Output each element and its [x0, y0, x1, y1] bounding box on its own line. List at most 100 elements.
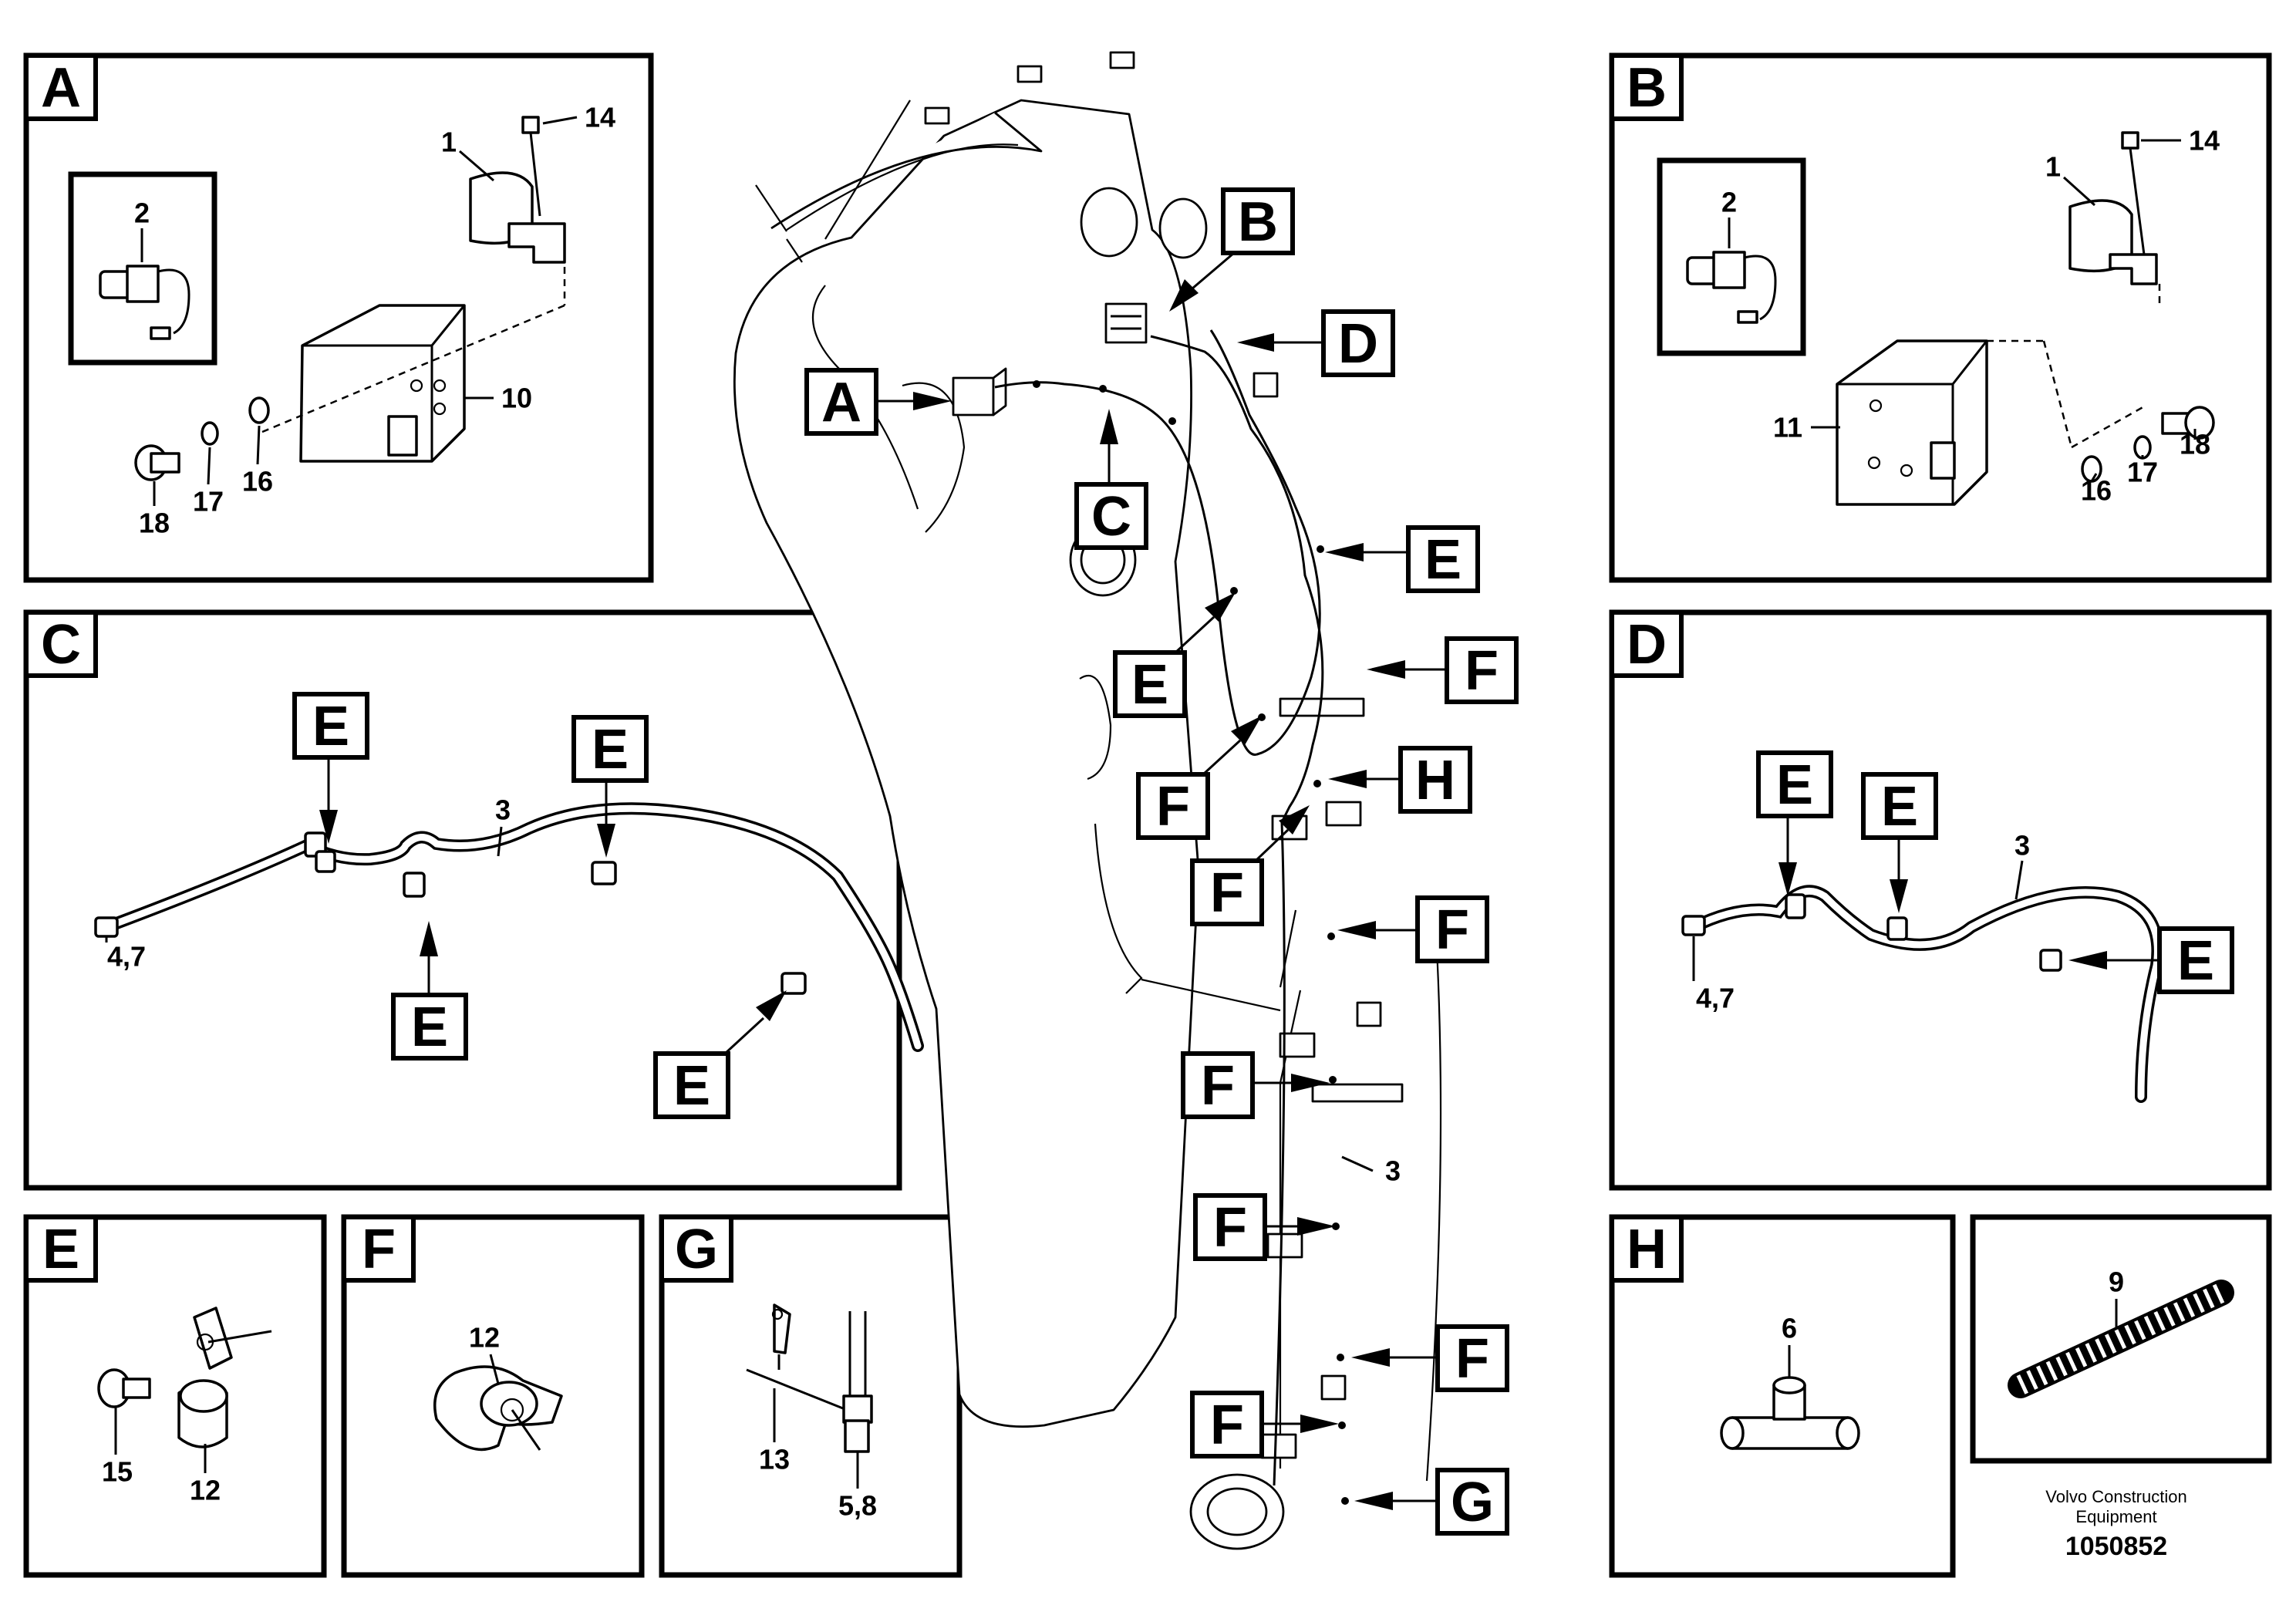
panel-e-label: E — [42, 1219, 79, 1280]
callout-e-4: E — [653, 990, 787, 1119]
part-15-label: 15 — [102, 1456, 133, 1488]
boom-callout-f-8: F — [1190, 1391, 1339, 1458]
part-17-label: 17 — [193, 486, 224, 518]
part-16-label: 16 — [242, 466, 273, 497]
panel-c-label: C — [41, 614, 81, 676]
boom-part-3-label: 3 — [1385, 1155, 1401, 1187]
detail-panel-g: G 13 5,8 — [659, 1214, 963, 1578]
cable-lug-icon — [746, 1303, 873, 1453]
callout-e-1: E — [292, 692, 369, 844]
part-18-label: 18 — [139, 508, 170, 539]
svg-text:E: E — [592, 719, 629, 781]
svg-text:F: F — [1210, 862, 1244, 924]
svg-text:F: F — [1156, 776, 1190, 838]
svg-text:E: E — [312, 696, 349, 757]
drawing-number: 1050852 — [2065, 1532, 2167, 1561]
washer-icon — [201, 421, 219, 446]
detail-panel-b: B 2 1 14 — [1609, 52, 2272, 583]
svg-text:E: E — [1424, 529, 1462, 591]
boom-callout-a: A — [804, 368, 952, 436]
part-12-label: 12 — [190, 1475, 221, 1506]
callout-e-2: E — [571, 715, 649, 858]
svg-text:F: F — [1210, 1394, 1244, 1456]
boom-callout-c: C — [1074, 409, 1148, 550]
part-5-8-label: 5,8 — [838, 1490, 877, 1522]
bulb-icon — [1686, 251, 1777, 324]
washer-icon — [2133, 435, 2152, 460]
part-9-label: 9 — [2109, 1266, 2124, 1298]
lamp-housing-icon — [1836, 339, 1988, 506]
callout-e-1: E — [1756, 750, 1833, 896]
washer-icon — [248, 396, 270, 424]
svg-text:B: B — [1238, 191, 1278, 253]
part-14-label: 14 — [585, 102, 615, 133]
detail-panel-a: A 2 1 14 — [23, 52, 654, 583]
boom-callout-f-2: F — [1136, 716, 1262, 840]
part-3-label: 3 — [495, 794, 511, 826]
boom-callout-f-5: F — [1181, 1051, 1330, 1119]
boom-callout-h: H — [1328, 746, 1472, 814]
detail-panel-f: F 12 — [341, 1214, 645, 1578]
svg-text:G: G — [1451, 1472, 1494, 1533]
part-1-label: 1 — [2045, 151, 2061, 183]
wire-harness-icon — [1681, 885, 2164, 1103]
wire-harness-icon — [94, 802, 924, 1052]
detail-panel-h: H 6 — [1609, 1214, 1956, 1578]
bolt-icon — [2161, 406, 2215, 440]
drawing-footer: Volvo Construction Equipment 1050852 — [2045, 1487, 2186, 1561]
svg-text:E: E — [673, 1055, 710, 1117]
boom-callout-f-1: F — [1367, 636, 1519, 704]
bulb-icon — [99, 265, 190, 340]
part-4-7-label: 4,7 — [107, 941, 146, 973]
company-line-1: Volvo Construction — [2045, 1487, 2186, 1506]
svg-text:F: F — [1435, 899, 1469, 961]
t-connector-icon — [1720, 1376, 1860, 1450]
boom-callout-f-4: F — [1337, 895, 1489, 963]
svg-text:F: F — [1455, 1328, 1489, 1390]
part-17-label: 17 — [2127, 457, 2158, 488]
panel-f-label: F — [362, 1219, 396, 1280]
callout-e-3: E — [391, 921, 468, 1061]
svg-text:A: A — [821, 372, 861, 433]
panel-h-label: H — [1627, 1219, 1667, 1280]
work-lamp-icon — [2068, 131, 2158, 285]
detail-panel-e: E 15 12 — [23, 1214, 327, 1578]
svg-text:E: E — [411, 996, 448, 1058]
boom-top-lamp-icon — [1104, 302, 1148, 344]
work-lamp-icon — [469, 116, 566, 264]
svg-text:D: D — [1338, 313, 1378, 375]
part-2-label: 2 — [1721, 187, 1737, 218]
svg-text:E: E — [2177, 930, 2214, 992]
svg-text:E: E — [1776, 754, 1813, 816]
part-6-label: 6 — [1782, 1313, 1797, 1344]
part-1-label: 1 — [441, 126, 457, 158]
bolt-icon — [134, 444, 180, 481]
part-11-label: 11 — [1773, 412, 1802, 443]
boom-callout-b: B — [1169, 187, 1295, 312]
callout-e-2: E — [1861, 772, 1938, 913]
boom-callout-e-2: E — [1113, 592, 1236, 718]
boom-callout-f-3: F — [1190, 805, 1310, 926]
boom-callout-f-7: F — [1351, 1324, 1509, 1392]
boom-work-lamp-icon — [952, 367, 1007, 416]
boom-callout-g: G — [1354, 1468, 1509, 1536]
part-14-label: 14 — [2189, 125, 2220, 157]
part-4-7-label: 4,7 — [1696, 983, 1735, 1014]
boom-callout-e-1: E — [1325, 525, 1480, 593]
lamp-housing-icon — [299, 304, 466, 463]
svg-text:F: F — [1465, 640, 1499, 702]
panel-b-label: B — [1627, 57, 1667, 119]
svg-text:F: F — [1201, 1055, 1235, 1117]
clamp-icon — [177, 1307, 272, 1448]
detail-panel-d: D 4,7 3 E E E — [1609, 609, 2272, 1191]
part-16-label: 16 — [2081, 475, 2112, 507]
svg-text:E: E — [1881, 776, 1918, 838]
detail-panel-c: C 4,7 3 E E E — [23, 609, 924, 1191]
clamp-icon — [433, 1365, 563, 1452]
part-2-label: 2 — [134, 197, 150, 229]
part-13-label: 13 — [759, 1444, 790, 1475]
bolt-icon — [97, 1368, 151, 1408]
svg-text:H: H — [1415, 750, 1455, 811]
boom-callout-f-6: F — [1193, 1193, 1336, 1261]
